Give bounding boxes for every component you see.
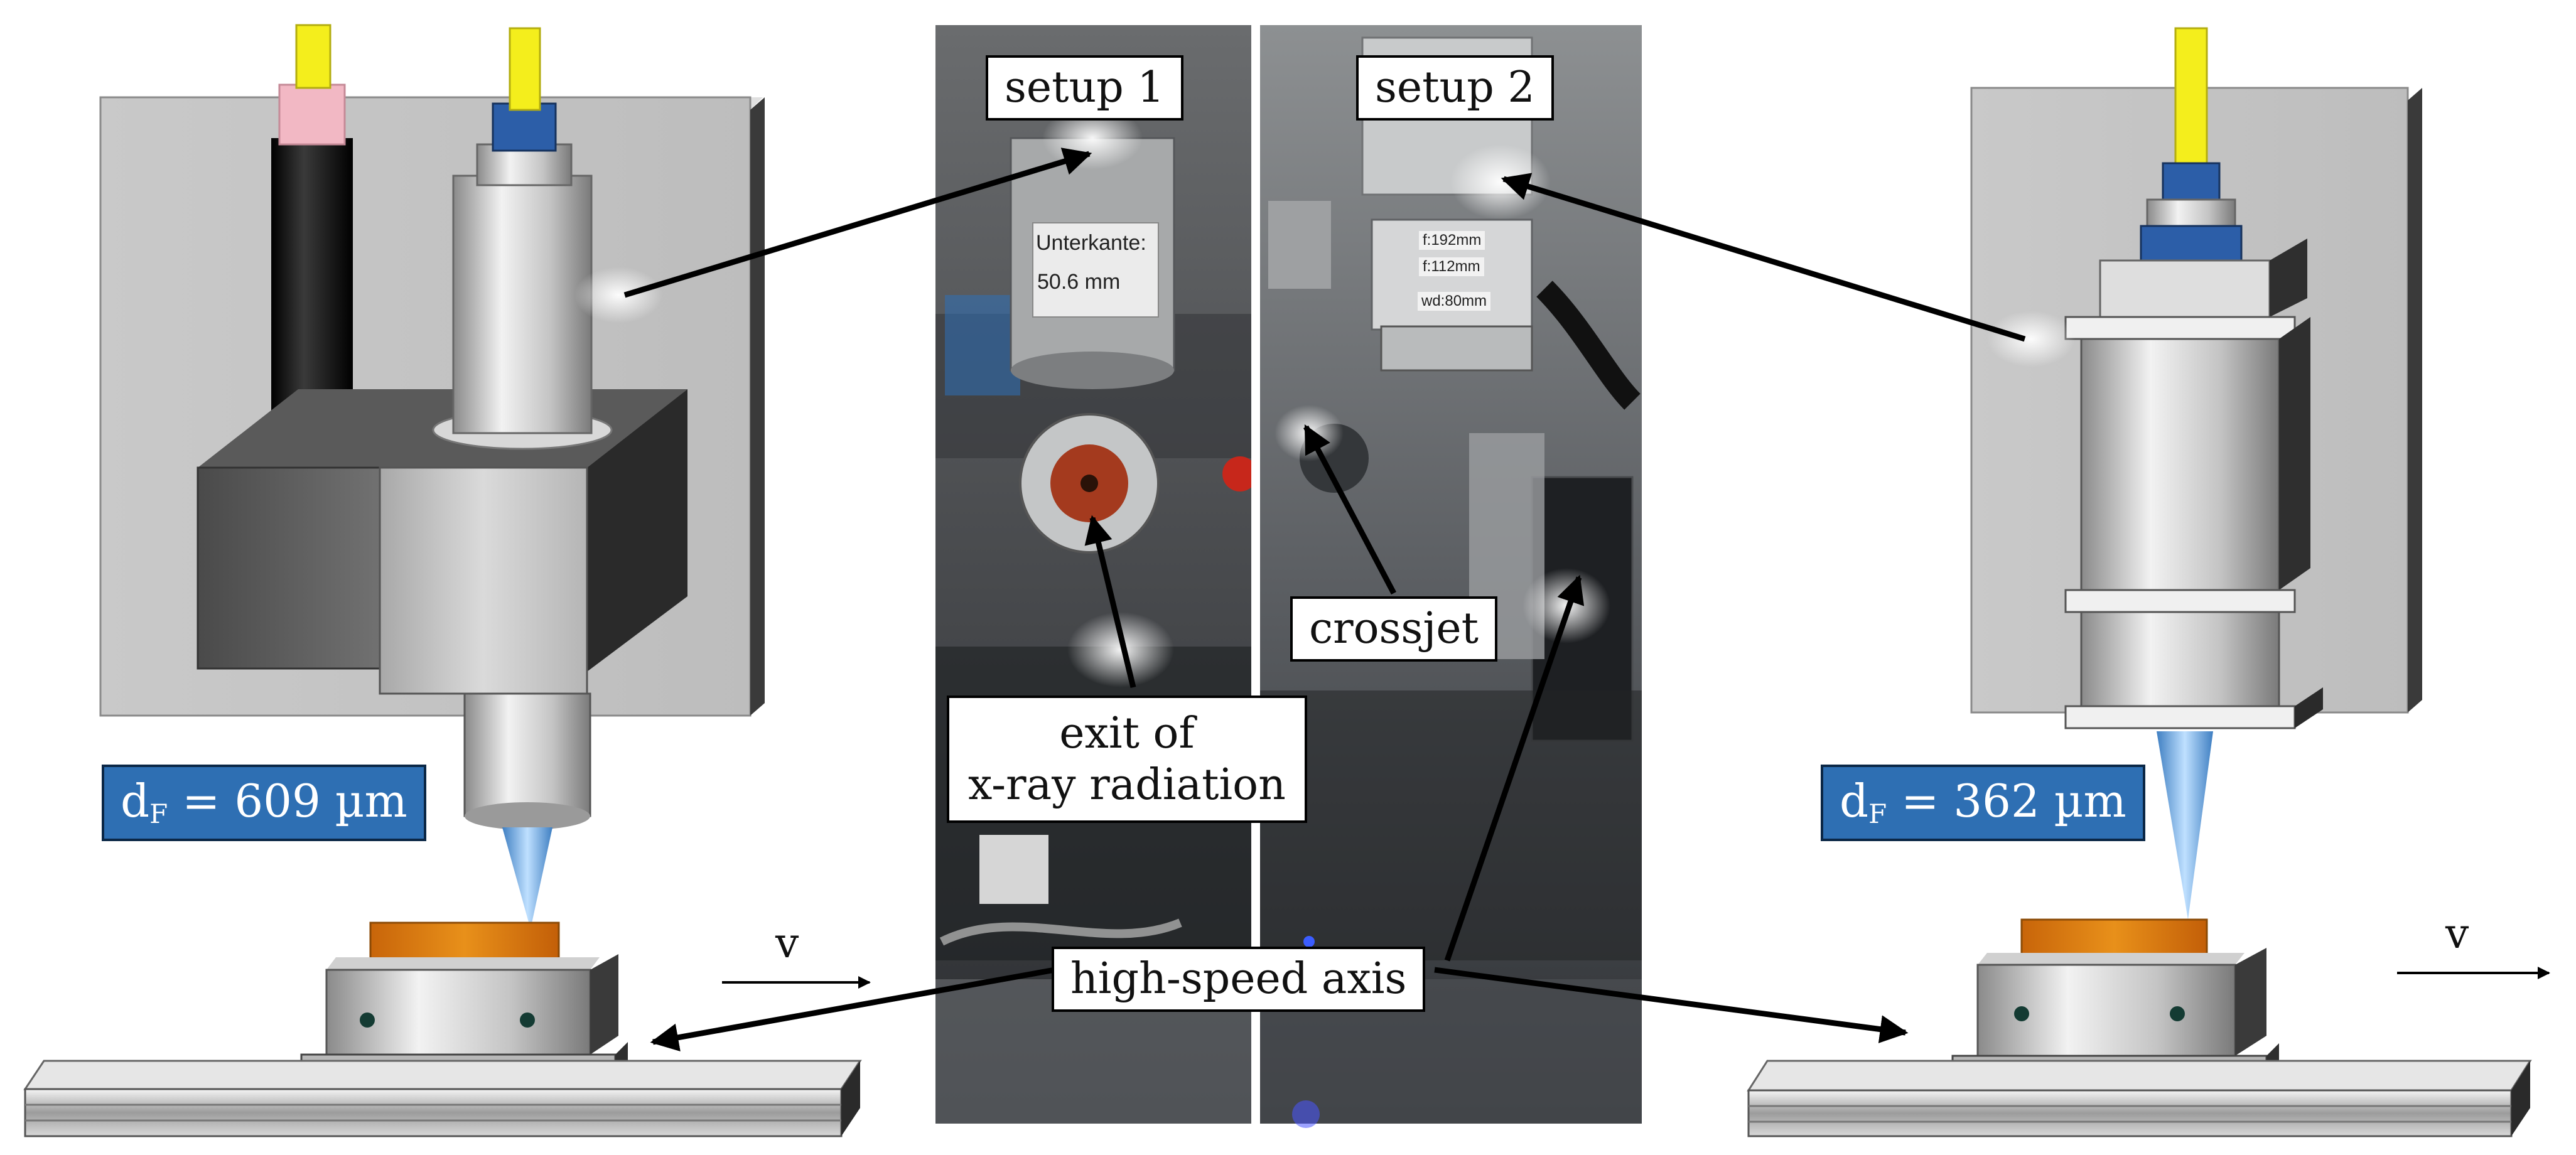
focus-diameter-setup1: dF = 609 µm: [102, 765, 426, 841]
photo-tag-focal1: f:192mm: [1419, 231, 1485, 250]
setup1-illustration: [23, 24, 871, 1137]
focus-subscript-setup1: F: [149, 798, 168, 829]
annotation-arrows: [623, 148, 2026, 1051]
xray-exit-label: exit of x-ray radiation: [947, 696, 1307, 824]
focus-symbol-setup2: d: [1840, 775, 1869, 827]
setup2-illustration: [1747, 27, 2550, 1137]
focus-symbol-setup1: d: [121, 775, 150, 827]
setup2-label: setup 2: [1356, 55, 1554, 121]
velocity-label-setup2: v: [2445, 910, 2469, 958]
photo-tag-working-distance: wd:80mm: [1418, 292, 1491, 311]
photo-tag-focal2: f:112mm: [1419, 257, 1484, 276]
xray-exit-label-line2: x-ray radiation: [968, 760, 1286, 810]
focus-subscript-setup2: F: [1868, 798, 1887, 829]
xray-exit-label-line1: exit of: [1059, 709, 1195, 758]
focus-diameter-setup2: dF = 362 µm: [1821, 765, 2145, 841]
high-speed-axis-label: high-speed axis: [1052, 947, 1426, 1012]
photo-sticker-line1: Unterkante:: [1036, 231, 1146, 255]
focus-value-setup1: = 609 µm: [182, 775, 407, 827]
photo-divider: [1251, 25, 1260, 1124]
velocity-label-setup1: v: [775, 919, 799, 967]
focus-value-setup2: = 362 µm: [1901, 775, 2126, 827]
photo-sticker-line2: 50.6 mm: [1037, 270, 1121, 294]
arrow-glows: [574, 107, 2075, 687]
crossjet-label: crossjet: [1290, 596, 1497, 662]
setup1-label: setup 1: [986, 55, 1183, 121]
